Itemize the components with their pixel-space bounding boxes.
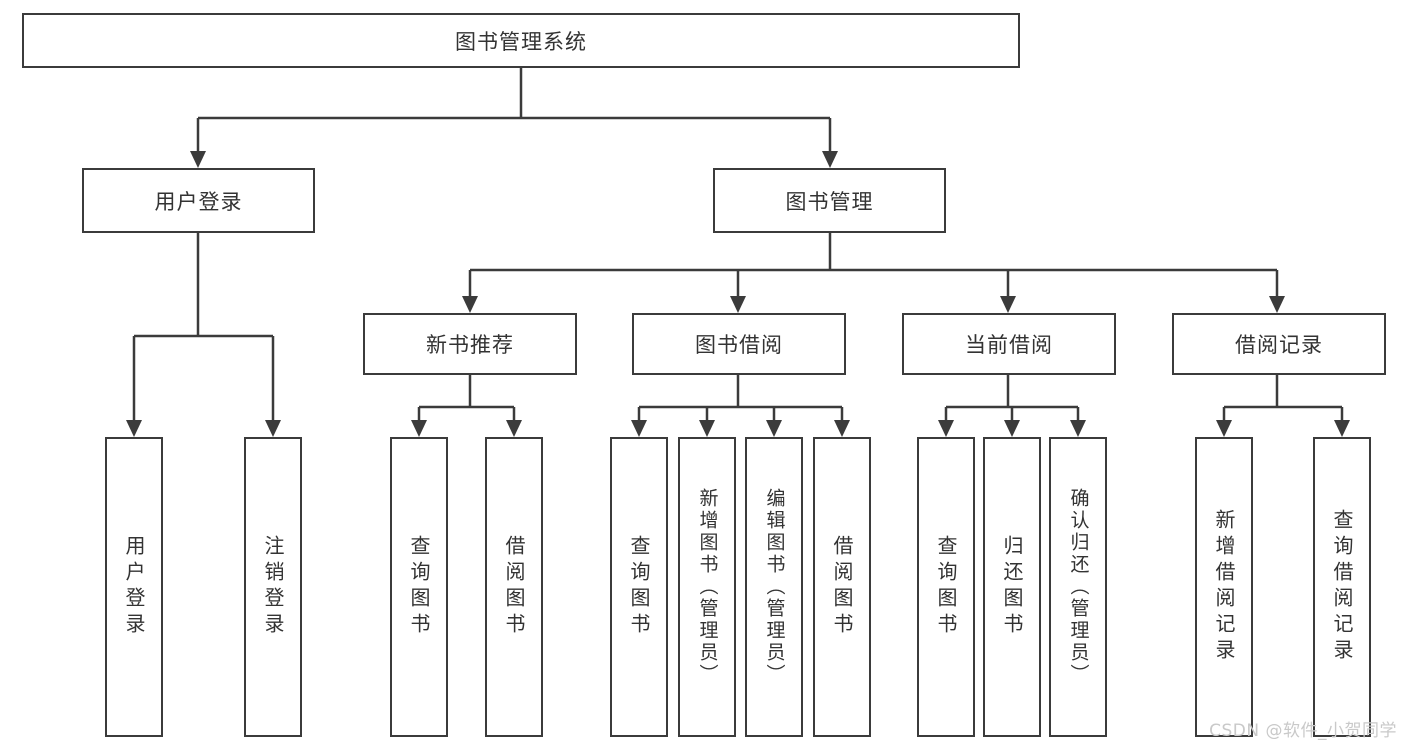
leaf-borrow-edit-admin: 编辑图书（管理员） [745, 437, 803, 737]
leaf-newbook-borrow-label: 借阅图书 [502, 535, 526, 639]
edge-book-borrow-arrow-lines [637, 407, 844, 422]
node-book-management: 图书管理 [713, 168, 946, 233]
edge-root-arrow-lines [196, 118, 832, 152]
arrowhead-current-borrow [1000, 296, 1016, 313]
leaf-records-add-label: 新增借阅记录 [1212, 509, 1236, 665]
arrowhead-current-confirm [1070, 420, 1086, 437]
leaf-borrow-edit-admin-label: 编辑图书（管理员） [763, 488, 786, 686]
leaf-logout-label: 注销登录 [261, 535, 285, 639]
arrowhead-leaf-logout [265, 420, 281, 437]
leaf-logout: 注销登录 [244, 437, 302, 737]
arrowhead-borrow-records [1269, 296, 1285, 313]
edge-new-book-rail [419, 375, 514, 409]
leaf-current-confirm-admin: 确认归还（管理员） [1049, 437, 1107, 737]
node-book-borrow: 图书借阅 [632, 313, 846, 375]
arrowhead-leaf-user-login [126, 420, 142, 437]
leaf-newbook-query: 查询图书 [390, 437, 448, 737]
leaf-current-query: 查询图书 [917, 437, 975, 737]
node-current-borrow-label: 当前借阅 [965, 333, 1053, 357]
edge-book-borrow-rail [639, 375, 842, 409]
csdn-watermark: CSDN @软件_小贺同学 [1209, 721, 1397, 741]
edge-borrow-records-arrow-lines [1222, 407, 1344, 422]
leaf-records-query: 查询借阅记录 [1313, 437, 1371, 737]
leaf-current-return: 归还图书 [983, 437, 1041, 737]
edge-new-book-arrow-lines [417, 407, 516, 422]
arrowhead-newbook-query [411, 420, 427, 437]
leaf-records-add: 新增借阅记录 [1195, 437, 1253, 737]
edge-borrow-records-rail [1224, 375, 1342, 409]
node-borrow-records-label: 借阅记录 [1235, 333, 1323, 357]
edge-current-borrow-rail [946, 375, 1078, 409]
leaf-borrow-add-admin-label: 新增图书（管理员） [696, 488, 719, 686]
edge-book-management-arrow-lines [468, 270, 1279, 298]
arrowhead-borrow-add [699, 420, 715, 437]
arrowhead-newbook-borrow [506, 420, 522, 437]
arrowhead-current-return [1004, 420, 1020, 437]
leaf-newbook-query-label: 查询图书 [407, 535, 431, 639]
node-borrow-records: 借阅记录 [1172, 313, 1386, 375]
node-root-label: 图书管理系统 [455, 29, 587, 54]
leaf-newbook-borrow: 借阅图书 [485, 437, 543, 737]
edge-user-login-rail [134, 233, 273, 338]
arrowhead-current-query [938, 420, 954, 437]
leaf-borrow-borrow: 借阅图书 [813, 437, 871, 737]
leaf-borrow-query-label: 查询图书 [627, 535, 651, 639]
leaf-current-confirm-admin-label: 确认归还（管理员） [1067, 488, 1090, 686]
node-user-login: 用户登录 [82, 168, 315, 233]
node-root: 图书管理系统 [22, 13, 1020, 68]
node-new-book-recommend-label: 新书推荐 [426, 333, 514, 357]
edge-user-login-arrow-lines [132, 336, 275, 422]
arrowhead-book-borrow [730, 296, 746, 313]
leaf-borrow-query: 查询图书 [610, 437, 668, 737]
edge-book-management-rail [470, 233, 1277, 272]
leaf-borrow-add-admin: 新增图书（管理员） [678, 437, 736, 737]
arrowhead-records-add [1216, 420, 1232, 437]
arrowhead-records-query [1334, 420, 1350, 437]
leaf-records-query-label: 查询借阅记录 [1330, 509, 1354, 665]
node-book-borrow-label: 图书借阅 [695, 333, 783, 357]
leaf-current-query-label: 查询图书 [934, 535, 958, 639]
arrowhead-book-management [822, 151, 838, 168]
leaf-borrow-borrow-label: 借阅图书 [830, 535, 854, 639]
leaf-user-login-label: 用户登录 [122, 535, 146, 639]
node-user-login-label: 用户登录 [154, 189, 243, 214]
edge-root-rail [198, 68, 830, 120]
leaf-user-login: 用户登录 [105, 437, 163, 737]
node-new-book-recommend: 新书推荐 [363, 313, 577, 375]
arrowhead-borrow-edit [766, 420, 782, 437]
leaf-current-return-label: 归还图书 [1000, 535, 1024, 639]
arrowhead-borrow-borrow [834, 420, 850, 437]
edge-current-borrow-arrow-lines [944, 407, 1080, 422]
arrowhead-borrow-query [631, 420, 647, 437]
arrowhead-new-book-recommend [462, 296, 478, 313]
node-book-management-label: 图书管理 [785, 189, 874, 214]
node-current-borrow: 当前借阅 [902, 313, 1116, 375]
arrowhead-user-login [190, 151, 206, 168]
